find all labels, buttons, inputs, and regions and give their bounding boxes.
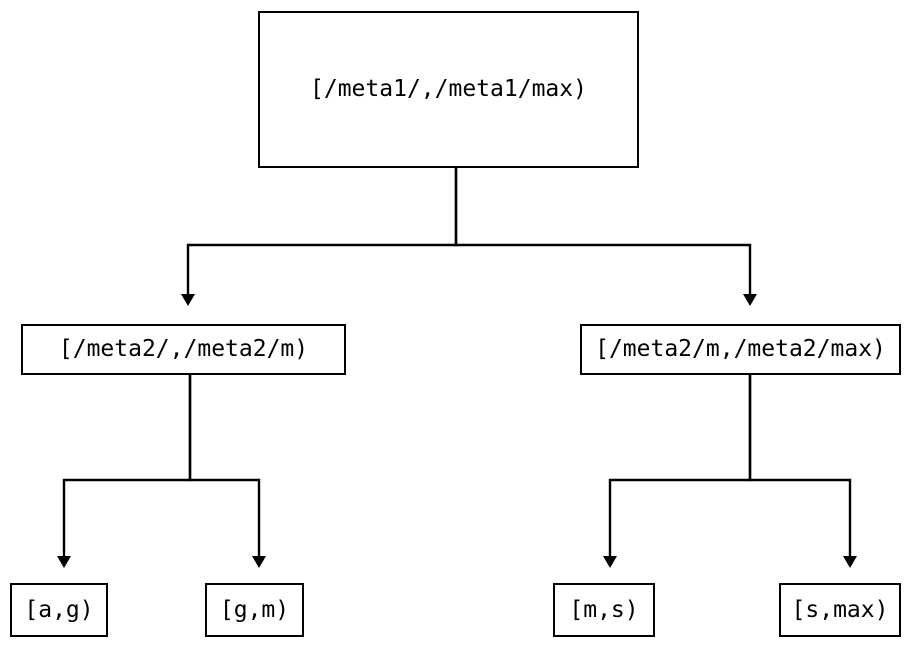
node-leaf-3-label: [m,s) (569, 596, 639, 623)
arrowhead-icon (181, 294, 195, 306)
arrowhead-icon (252, 556, 266, 568)
node-root: [/meta1/,/meta1/max) (258, 11, 639, 168)
node-mid-left: [/meta2/,/meta2/m) (21, 324, 346, 375)
node-leaf-4-label: [s,max) (791, 596, 889, 623)
edge-mid-left-to-leaf-2 (188, 375, 266, 568)
node-mid-left-label: [/meta2/,/meta2/m) (58, 336, 309, 362)
edge-mid-left-to-leaf-1 (57, 375, 192, 568)
arrowhead-icon (57, 556, 71, 568)
edge-root-to-mid-right (454, 168, 757, 306)
node-leaf-2: [g,m) (205, 583, 304, 637)
node-leaf-1-label: [a,g) (24, 596, 94, 623)
node-leaf-3: [m,s) (553, 583, 655, 637)
node-root-label: [/meta1/,/meta1/max) (310, 76, 587, 102)
node-leaf-1: [a,g) (10, 583, 108, 637)
edge-mid-right-to-leaf-4 (748, 375, 857, 568)
node-leaf-4: [s,max) (779, 583, 901, 637)
node-mid-right: [/meta2/m,/meta2/max) (580, 324, 901, 375)
node-leaf-2-label: [g,m) (219, 596, 290, 623)
edge-root-to-mid-left (181, 168, 458, 306)
edge-mid-right-to-leaf-3 (603, 375, 752, 568)
arrowhead-icon (843, 556, 857, 568)
arrowhead-icon (603, 556, 617, 568)
node-mid-right-label: [/meta2/m,/meta2/max) (595, 336, 886, 362)
arrowhead-icon (743, 294, 757, 306)
